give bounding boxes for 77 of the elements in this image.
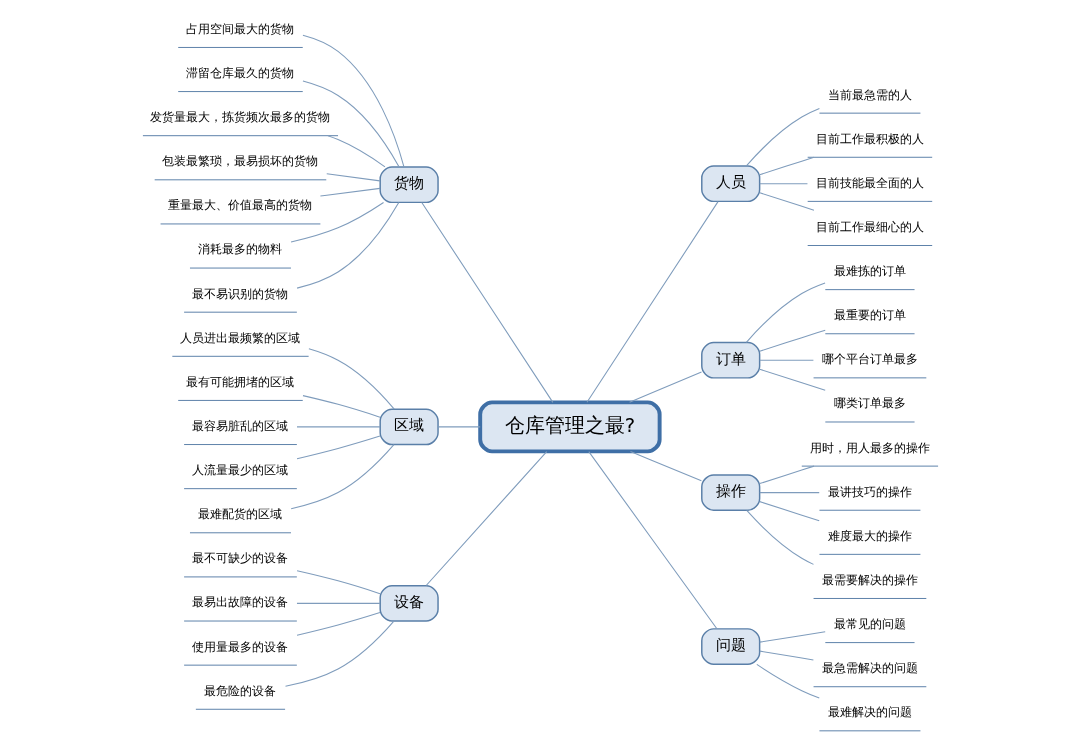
node-box: 人员 (700, 165, 760, 203)
connector (319, 187, 381, 197)
node-text: 占用空间最大的货物 (185, 21, 294, 36)
node-text: 最急需解决的问题 (821, 661, 918, 676)
node-text: 最难解决的问题 (827, 705, 912, 720)
node-text: 当前最急需的人 (827, 87, 912, 102)
node-text: 用时，用人最多的操作 (809, 440, 930, 455)
node-text: 最危险的设备 (203, 683, 276, 698)
node-text: 包装最繁琐，最易损坏的货物 (161, 154, 318, 169)
node-box: 货物 (378, 166, 439, 204)
node-text: 目前技能最全面的人 (815, 175, 924, 190)
node-box: 仓库管理之最? (477, 400, 662, 454)
node-text: 最重要的订单 (833, 308, 906, 323)
connector (326, 135, 385, 168)
connector (745, 108, 820, 167)
connector (758, 631, 826, 643)
connector (296, 612, 380, 636)
node-box: 问题 (700, 628, 760, 665)
connector (301, 34, 404, 168)
node-text: 目前工作最积极的人 (815, 131, 924, 146)
node-text: 发货量最大，拣货频次最多的货物 (149, 110, 330, 125)
connector (758, 329, 826, 352)
connector (420, 202, 553, 403)
connector (290, 444, 394, 510)
connector (758, 192, 814, 211)
node-text: 目前工作最细心的人 (815, 219, 924, 234)
connector (296, 201, 399, 289)
connector (587, 451, 717, 630)
connector (325, 173, 380, 182)
node-text: 最常见的问题 (833, 616, 906, 631)
connector (755, 663, 820, 699)
connector (758, 156, 814, 176)
node-box: 操作 (700, 474, 760, 511)
node-text: 重量最大、价值最高的货物 (167, 198, 312, 213)
node-text: 最难配货的区域 (197, 507, 282, 522)
node-text: 哪类订单最多 (833, 396, 906, 411)
connector (301, 395, 381, 418)
connector (284, 620, 394, 687)
connector (628, 371, 702, 403)
node-text: 人员进出最频繁的区域 (179, 330, 300, 345)
connector (301, 80, 400, 168)
node-text: 难度最大的操作 (827, 528, 912, 543)
node-text: 人流量最少的区域 (191, 463, 288, 478)
connector (758, 359, 814, 361)
node-text: 最容易脏乱的区域 (191, 418, 288, 433)
node-text: 滞留仓库最久的货物 (185, 65, 294, 80)
connector (295, 426, 381, 428)
connector (307, 348, 395, 410)
node-text: 最需要解决的操作 (821, 572, 918, 587)
connector (745, 282, 826, 343)
connector (758, 465, 814, 485)
node-text: 最不可缺少的设备 (191, 551, 288, 566)
connector (758, 501, 820, 522)
node-text: 哪个平台订单最多 (821, 352, 918, 367)
node-box: 区域 (378, 408, 439, 446)
connector (290, 202, 384, 243)
node-text: 使用量最多的设备 (191, 639, 288, 654)
connector (758, 368, 826, 391)
connector (758, 650, 814, 661)
node-text: 最难拣的订单 (833, 264, 906, 279)
connector (295, 602, 381, 604)
node-text: 最有可能拥堵的区域 (185, 374, 294, 389)
connector (425, 451, 547, 587)
node-text: 最讲技巧的操作 (827, 484, 912, 499)
connector (758, 183, 808, 185)
node-text: 最易出故障的设备 (191, 595, 288, 610)
connector (745, 509, 814, 565)
connector (585, 201, 719, 403)
node-box: 设备 (378, 585, 439, 622)
connector (629, 451, 702, 482)
connector (296, 435, 380, 460)
connector (296, 570, 381, 595)
node-box: 订单 (700, 341, 760, 379)
node-text: 消耗最多的物料 (197, 242, 282, 257)
node-text: 最不易识别的货物 (191, 286, 288, 301)
connector (437, 426, 481, 428)
connector (758, 492, 820, 494)
